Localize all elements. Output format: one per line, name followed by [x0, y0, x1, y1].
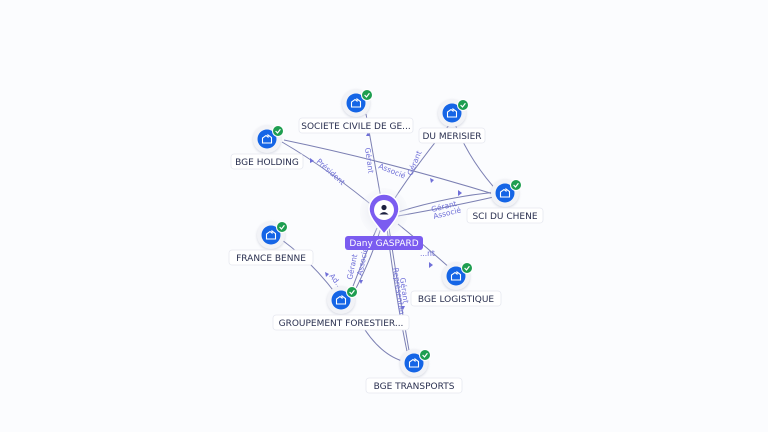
arrow-france-benne: [325, 272, 329, 277]
edge-sci-2: [397, 195, 499, 217]
person-node-center[interactable]: Dany GASPARD: [345, 188, 423, 250]
verified-check-icon: [349, 289, 355, 295]
relation-label: Gérant: [398, 277, 411, 304]
person-icon: [379, 204, 389, 215]
arrow-holding: [310, 158, 314, 163]
arrow-groupement: [359, 280, 363, 284]
building-icon: [350, 97, 362, 108]
building-icon: [261, 133, 273, 144]
company-label: GROUPEMENT FORESTIER...: [279, 319, 404, 329]
company-node-societe-civile[interactable]: SOCIETE CIVILE DE GE...: [298, 89, 414, 134]
verified-check-icon: [275, 128, 281, 134]
building-icon: [265, 229, 277, 240]
relation-label: ...nt: [420, 249, 435, 258]
verified-check-icon: [460, 102, 466, 108]
company-label: SOCIETE CIVILE DE GE...: [301, 122, 411, 132]
company-node-sci-du-chene[interactable]: SCI DU CHENE: [466, 179, 544, 224]
building-icon: [499, 187, 511, 198]
arrow-sci: [458, 190, 462, 196]
company-label: SCI DU CHENE: [472, 212, 537, 222]
building-icon: [335, 294, 347, 305]
arrow-societe: [366, 132, 370, 136]
relation-label: Associé: [355, 246, 370, 276]
company-label: BGE LOGISTIQUE: [418, 295, 494, 305]
arrow-logistique: [429, 262, 433, 268]
building-icon: [446, 107, 458, 118]
verified-check-icon: [422, 352, 428, 358]
relation-label: Président: [315, 157, 347, 187]
company-label: DU MERISIER: [422, 132, 481, 142]
edge-holding-sci: [283, 139, 501, 197]
person-label-bg: [345, 236, 423, 250]
person-name-label: Dany GASPARD: [349, 239, 418, 249]
company-node-bge-transports[interactable]: BGE TRANSPORTS: [365, 349, 463, 394]
company-node-bge-logistique[interactable]: BGE LOGISTIQUE: [410, 262, 502, 307]
edge-arrows: [310, 132, 462, 310]
verified-check-icon: [464, 265, 470, 271]
company-node-france-benne[interactable]: FRANCE BENNE: [228, 221, 314, 266]
company-node-bge-holding[interactable]: BGE HOLDING: [230, 125, 304, 170]
edge-sci-1: [397, 191, 499, 213]
arrow-sci-2: [430, 178, 434, 183]
verified-check-icon: [279, 224, 285, 230]
arrow-transports: [401, 306, 405, 310]
company-label: BGE HOLDING: [235, 158, 299, 168]
company-label: FRANCE BENNE: [236, 254, 306, 264]
company-node-groupement-forestier[interactable]: GROUPEMENT FORESTIER...: [272, 286, 410, 331]
relation-label: Gérant: [363, 147, 376, 174]
edge-france-benne: [281, 239, 337, 295]
verified-check-icon: [364, 92, 370, 98]
building-icon: [450, 270, 462, 281]
verified-check-icon: [513, 182, 519, 188]
building-icon: [408, 357, 420, 368]
company-label: BGE TRANSPORTS: [374, 382, 455, 392]
relation-label: Associé: [377, 162, 407, 181]
company-node-du-merisier[interactable]: DU MERISIER: [418, 99, 486, 144]
